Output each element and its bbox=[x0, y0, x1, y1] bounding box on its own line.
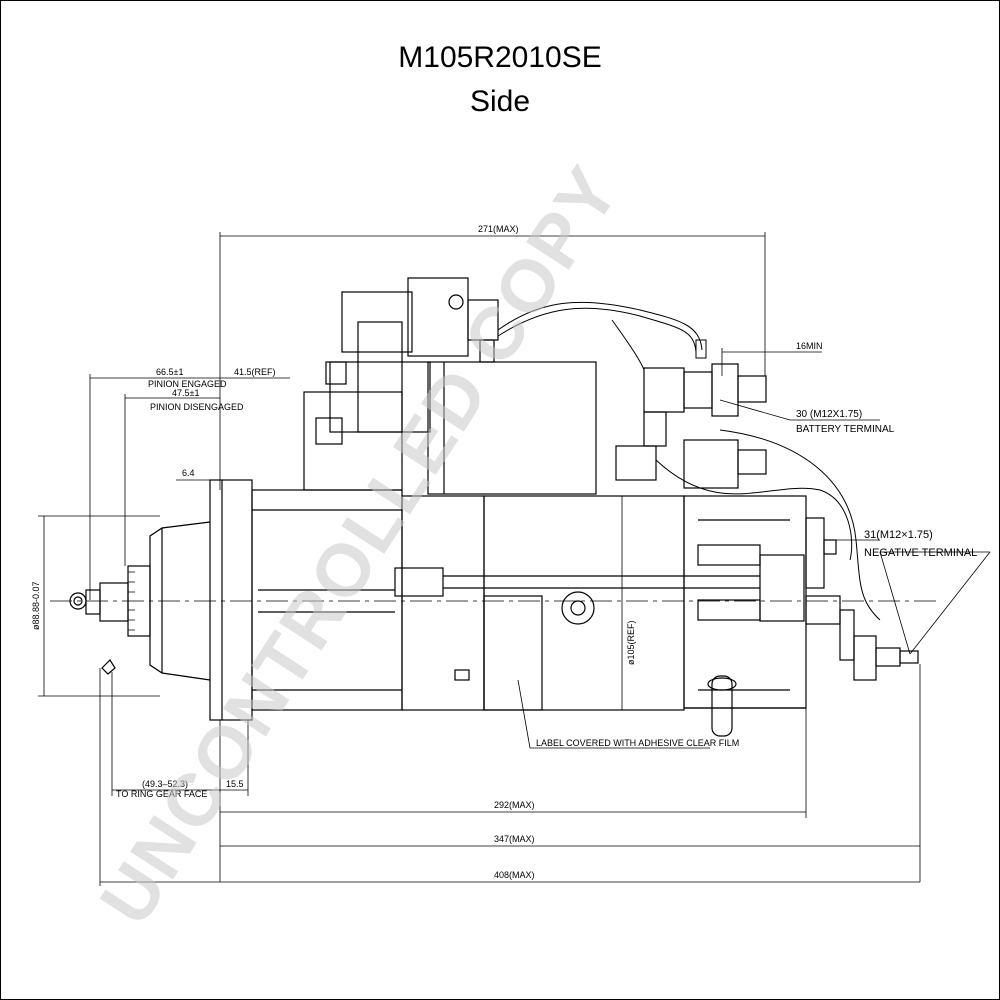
watermark: UNCONTROLLED COPY bbox=[84, 151, 636, 938]
dim-ring-gear: (49.3–52.3) bbox=[142, 779, 188, 789]
dim-dia-88-88: ø88.88-0.07 bbox=[31, 581, 41, 630]
starter-body bbox=[69, 479, 919, 737]
drawing-title: M105R2010SE bbox=[398, 41, 602, 74]
battery-terminal-label: BATTERY TERMINAL bbox=[796, 424, 895, 435]
wire-harness bbox=[497, 301, 881, 621]
dim-6-4: 6.4 bbox=[182, 468, 195, 478]
dim-347: 347(MAX) bbox=[494, 834, 535, 844]
label-pinion-engaged: PINION ENGAGED bbox=[148, 379, 227, 389]
solenoid bbox=[303, 277, 597, 495]
dim-16min: 16MIN bbox=[796, 341, 823, 351]
dim-271: 271(MAX) bbox=[478, 224, 519, 234]
dimension-labels: 271(MAX) 16MIN 66.5±1 PINION ENGAGED 41.… bbox=[31, 224, 977, 880]
negative-terminal-spec: 31(M12×1.75) bbox=[864, 529, 933, 541]
dimension-lines bbox=[38, 232, 991, 886]
dim-pinion-disengaged: 47.5±1 bbox=[172, 388, 199, 398]
drawing-subtitle: Side bbox=[469, 85, 531, 118]
label-pinion-disengaged: PINION DISENGAGED bbox=[150, 402, 244, 412]
dim-292: 292(MAX) bbox=[494, 800, 535, 810]
label-ring-gear: TO RING GEAR FACE bbox=[116, 789, 207, 799]
label-note: LABEL COVERED WITH ADHESIVE CLEAR FILM bbox=[536, 738, 739, 748]
negative-terminal-label: NEGATIVE TERMINAL bbox=[864, 547, 977, 559]
battery-terminal bbox=[615, 363, 767, 489]
dim-pinion-engaged: 66.5±1 bbox=[156, 367, 183, 377]
battery-terminal-spec: 30 (M12X1.75) bbox=[796, 409, 862, 420]
dim-15-5: 15.5 bbox=[226, 779, 244, 789]
dim-408: 408(MAX) bbox=[494, 870, 535, 880]
dim-41-5-ref: 41.5(REF) bbox=[234, 367, 276, 377]
dim-dia-105: ø105(REF) bbox=[626, 620, 636, 665]
